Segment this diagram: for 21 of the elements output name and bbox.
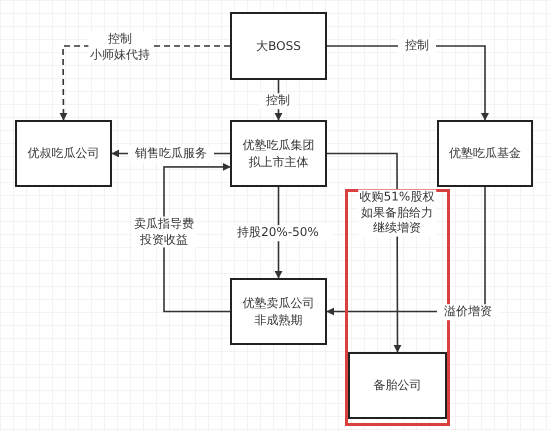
edge-label: 卖瓜指导费投资收益 [132, 216, 196, 248]
edge-label: 持股20%-50% [223, 225, 333, 241]
node-label: 优塾卖瓜公司非成熟期 [241, 295, 316, 328]
entity-box [230, 120, 327, 187]
edge-label: 销售吃瓜服务 [128, 146, 214, 162]
node-label: 大BOSS [256, 38, 301, 54]
edge-label: 收购51%股权如果备胎给力继续增资 [358, 190, 436, 236]
edge-label: 控制 [259, 93, 297, 109]
node-label: 备胎公司 [374, 377, 422, 394]
node-label: 优叔吃瓜公司 [28, 145, 100, 162]
node-label: 优塾吃瓜基金 [449, 145, 521, 162]
entity-box [348, 352, 447, 419]
arrow [163, 162, 231, 312]
node-label: 优塾吃瓜集团拟上市主体 [241, 137, 316, 170]
entity-box [437, 120, 533, 187]
edge-label: 控制 [398, 38, 436, 54]
entity-box [230, 12, 327, 80]
edge-label: 溢价增资 [437, 304, 499, 320]
entity-box [15, 120, 112, 187]
edge-label: 控制小师妹代持 [88, 31, 152, 63]
entity-box [230, 278, 327, 345]
